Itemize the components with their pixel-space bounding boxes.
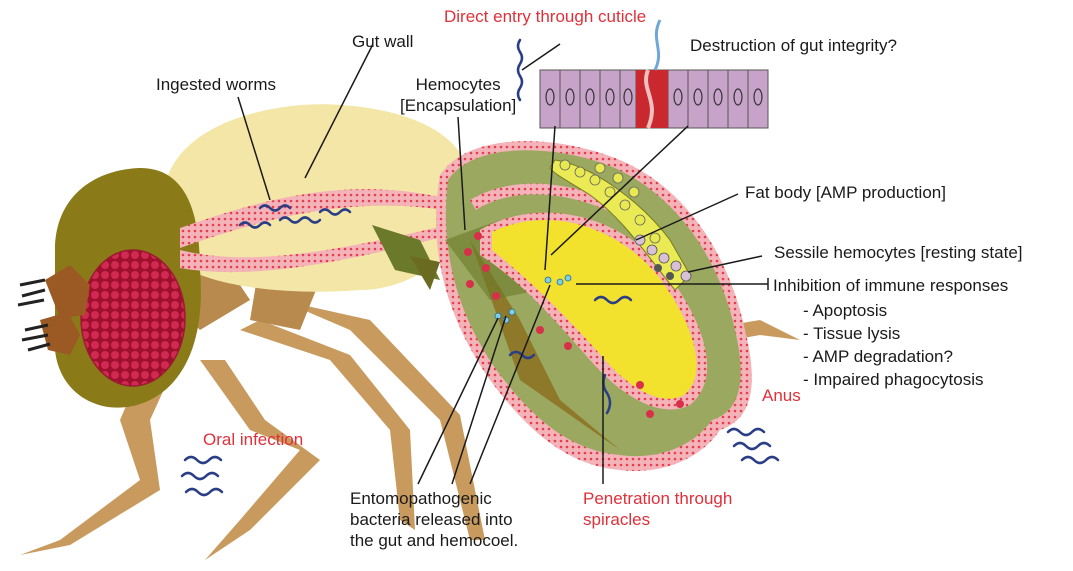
- bacteria-label: Entomopathogenic bacteria released into …: [350, 488, 518, 551]
- oral-infection-label: Oral infection: [203, 429, 303, 450]
- direct-entry-label: Direct entry through cuticle: [444, 6, 646, 27]
- compound-eye: [81, 250, 185, 386]
- sessile-hemocytes-label: Sessile hemocytes [resting state]: [774, 242, 1023, 263]
- spiracles-label: Penetration through spiracles: [583, 488, 732, 530]
- inhibition-label: Inhibition of immune responses: [773, 275, 1008, 296]
- tissue-lysis-label: - Tissue lysis: [803, 323, 900, 344]
- phagocytosis-label: - Impaired phagocytosis: [803, 369, 983, 390]
- apoptosis-label: - Apoptosis: [803, 300, 887, 321]
- destruction-label: Destruction of gut integrity?: [690, 35, 897, 56]
- hemocytes-label: Hemocytes [Encapsulation]: [400, 74, 516, 116]
- amp-degradation-label: - AMP degradation?: [803, 346, 953, 367]
- ingested-worms-label: Ingested worms: [156, 74, 276, 95]
- gut-wall-label: Gut wall: [352, 31, 413, 52]
- anus-label: Anus: [762, 385, 801, 406]
- fat-body-label: Fat body [AMP production]: [745, 182, 946, 203]
